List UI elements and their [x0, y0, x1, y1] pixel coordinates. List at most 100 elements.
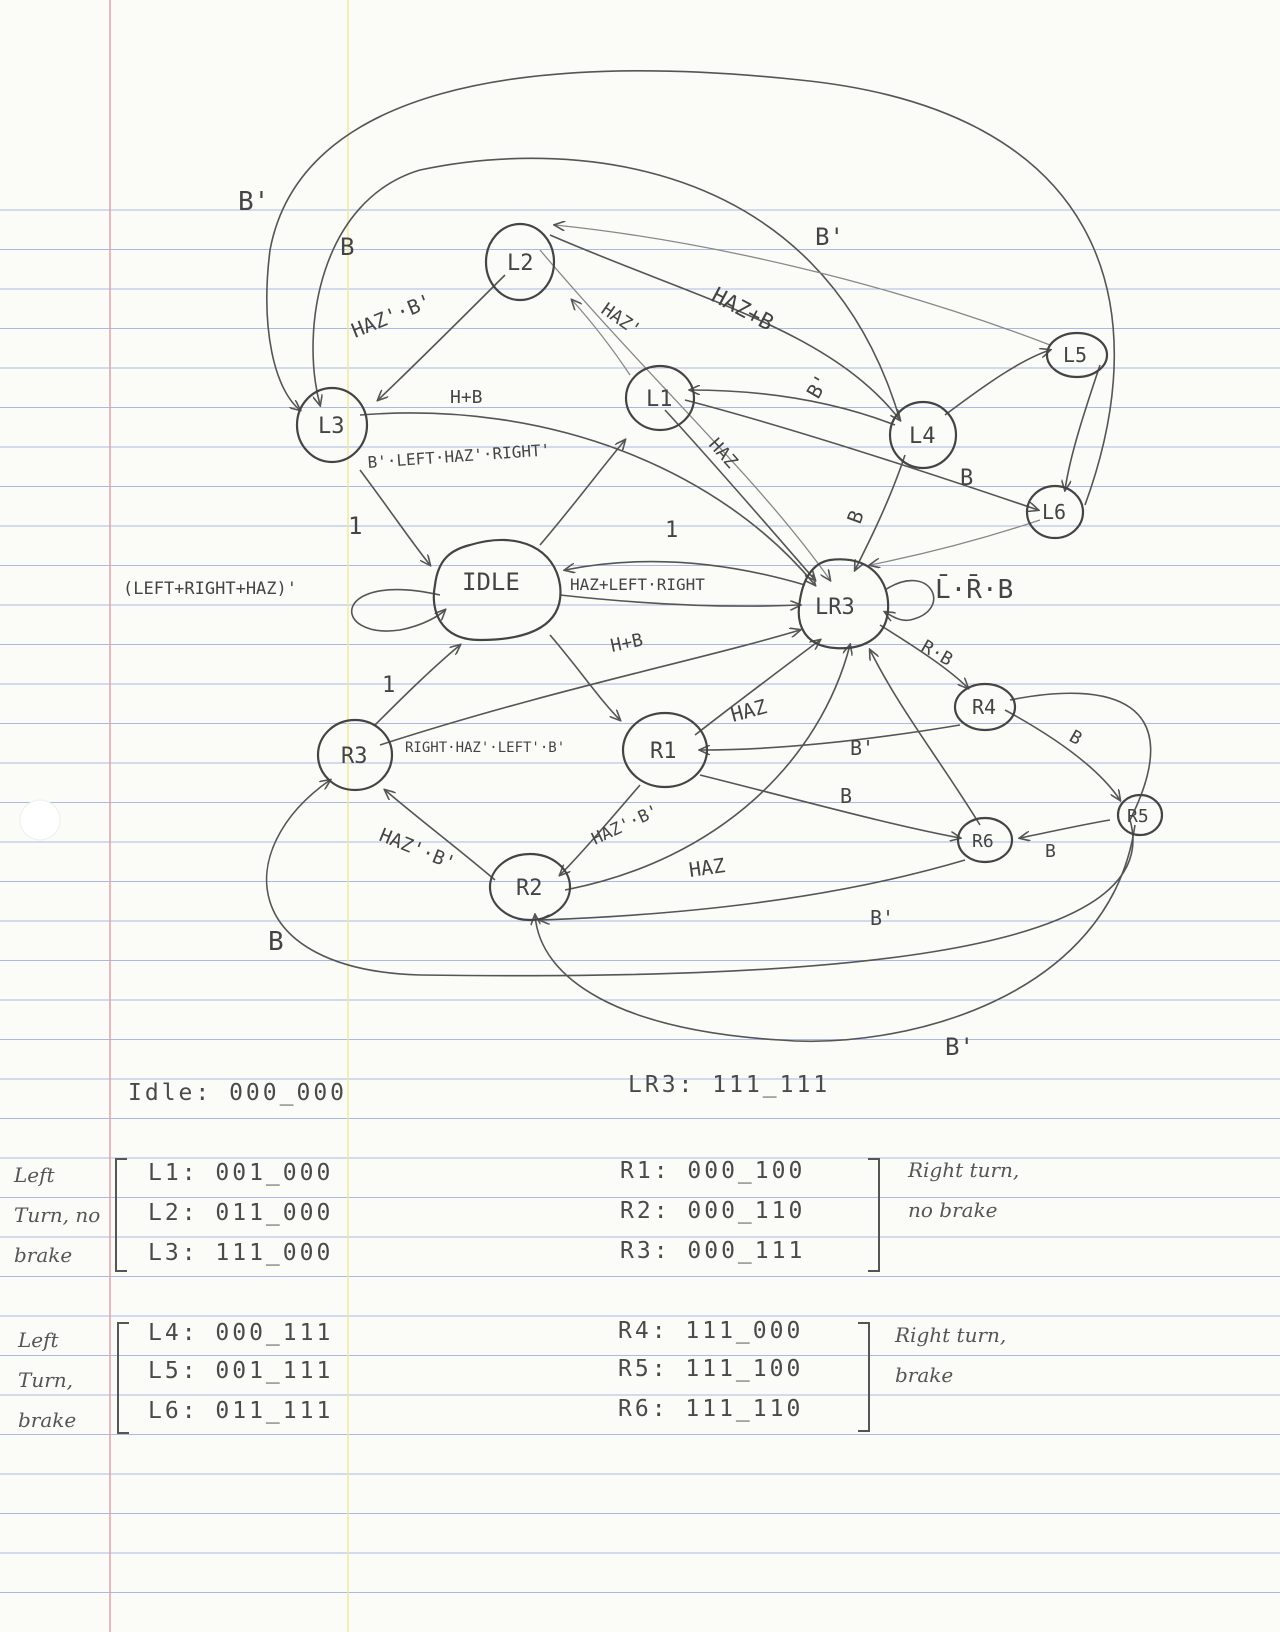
label-b-prime-l5-l2: B': [815, 223, 844, 251]
state-lr3-label: LR3: [815, 595, 855, 620]
group-right-no-brake: Right turn, no brake: [908, 1150, 1048, 1230]
edge-r6-r2: [540, 859, 966, 920]
state-r6: [956, 816, 1014, 864]
state-r5-label: R5: [1127, 806, 1149, 827]
state-r3: [316, 718, 394, 792]
group-right-no-brake-line1: Right turn,: [908, 1158, 1020, 1182]
edge-l4-lr3: [855, 454, 906, 570]
state-idle: [432, 538, 562, 642]
state-l2: [484, 222, 556, 302]
edge-l4-l1: [690, 390, 896, 426]
state-l5: [1045, 331, 1109, 379]
edge-idle-self: [350, 588, 445, 632]
edge-r2-lr3: [564, 645, 850, 891]
edge-l6-l3: [266, 70, 1116, 506]
label-haz-b-r2-r3: HAZ'·B': [376, 824, 458, 874]
state-l2-label: L2: [507, 251, 534, 276]
state-r2: [488, 852, 572, 922]
state-lr3: [797, 558, 890, 650]
label-b-prime-r6: B': [870, 906, 894, 930]
label-lr3-self: L̄·R̄·B: [935, 573, 1013, 605]
state-l3-label: L3: [318, 414, 345, 439]
edge-l5-l2: [555, 225, 1051, 346]
label-hb-r: H+B: [609, 630, 645, 657]
state-idle-label: IDLE: [462, 568, 520, 596]
edge-r2-r3: [385, 790, 496, 881]
bracket-left-brake: [117, 1322, 129, 1434]
ruled-lines: [0, 209, 1280, 1593]
encoding-r5: R5: 111_100: [618, 1356, 804, 1382]
group-right-no-brake-line2: no brake: [908, 1198, 998, 1222]
edge-l2-l4: [549, 234, 900, 420]
group-right-brake: Right turn, brake: [895, 1315, 1035, 1395]
edges: [265, 70, 1152, 1043]
state-l6-label: L6: [1042, 500, 1066, 524]
edge-r3-lr3: [379, 630, 800, 746]
label-b-r1-r6: B: [840, 784, 852, 808]
state-l1-label: L1: [646, 387, 673, 412]
punch-hole: [19, 799, 61, 841]
encoding-idle: Idle: 000_000: [128, 1080, 348, 1106]
edge-r5-r6: [1020, 819, 1111, 838]
label-b-prime-bottom: B': [945, 1033, 974, 1061]
edge-lr3-self: [885, 579, 935, 621]
group-right-brake-line2: brake: [895, 1363, 954, 1387]
edge-idle-lr3: [559, 594, 800, 606]
encoding-l3: L3: 111_000: [148, 1240, 334, 1266]
label-haz-r1: HAZ: [728, 694, 769, 727]
label-b-r4: B: [1066, 726, 1086, 750]
group-left-no-brake-line3: brake: [14, 1243, 73, 1267]
state-l4: [888, 400, 958, 470]
group-left-brake-line3: brake: [18, 1408, 77, 1432]
state-r3-label: R3: [341, 744, 368, 769]
group-left-no-brake-line1: Left: [14, 1163, 55, 1187]
edge-r4-r1: [700, 724, 961, 750]
label-haz-prime-l1: HAZ': [597, 299, 645, 341]
edge-r3-idle: [374, 645, 460, 726]
label-b-prime-outer: B': [238, 187, 269, 217]
encoding-r3: R3: 000_111: [620, 1238, 806, 1264]
group-left-brake-line1: Left: [18, 1328, 59, 1352]
edge-lr3-idle: [565, 560, 806, 586]
edge-l3-lr3: [359, 412, 815, 585]
encoding-r1: R1: 000_100: [620, 1158, 806, 1184]
edge-r5-r3-outer: [265, 692, 1152, 977]
encoding-l6: L6: 011_111: [148, 1398, 334, 1424]
encoding-l1: L1: 001_000: [148, 1160, 334, 1186]
group-right-brake-line1: Right turn,: [895, 1323, 1007, 1347]
edge-l5-l6: [1065, 364, 1101, 490]
states: L2 L3 L1 L4 L5 L6 IDLE LR3 R3 R1 R4 R5 R…: [295, 222, 1164, 922]
label-b-prime-l4: B': [802, 370, 835, 403]
label-b-l4-lr3: B: [842, 507, 869, 527]
state-r4-label: R4: [972, 695, 996, 719]
edge-r6-lr3: [870, 650, 981, 826]
encoding-r6: R6: 111_110: [618, 1396, 804, 1422]
encoding-r4: R4: 111_000: [618, 1318, 804, 1344]
edge-r1-r2: [560, 784, 641, 875]
edge-l4-l5: [944, 350, 1050, 416]
edge-l6-lr3: [870, 519, 1041, 565]
state-l1: [624, 364, 696, 432]
group-left-no-brake: Left Turn, no brake: [14, 1155, 114, 1275]
label-one-lr3: 1: [665, 518, 678, 543]
group-left-no-brake-line2: Turn, no: [14, 1203, 101, 1227]
label-haz-l1: HAZ: [704, 434, 741, 472]
label-r3-idle-cond: RIGHT·HAZ'·LEFT'·B': [405, 740, 565, 756]
label-b-outer-r: B: [268, 927, 284, 957]
label-b-r5-r6: B: [1045, 841, 1056, 862]
edge-lr3-r4: [879, 624, 968, 688]
encoding-r2: R2: 000_110: [620, 1198, 806, 1224]
state-r6-label: R6: [972, 831, 994, 852]
label-b-l6: B: [960, 466, 973, 491]
label-rb-lr3: R·B: [918, 636, 957, 670]
state-l6: [1025, 484, 1085, 540]
bracket-left-no-brake: [115, 1158, 127, 1272]
label-l3-idle-cond: B'·LEFT·HAZ'·RIGHT': [367, 440, 551, 472]
label-b-l3: B: [340, 233, 354, 261]
state-r5: [1116, 793, 1164, 837]
group-left-brake-line2: Turn,: [18, 1368, 74, 1392]
encoding-l4: L4: 000_111: [148, 1320, 334, 1346]
edge-r5-r2-bottom: [535, 824, 1136, 1043]
